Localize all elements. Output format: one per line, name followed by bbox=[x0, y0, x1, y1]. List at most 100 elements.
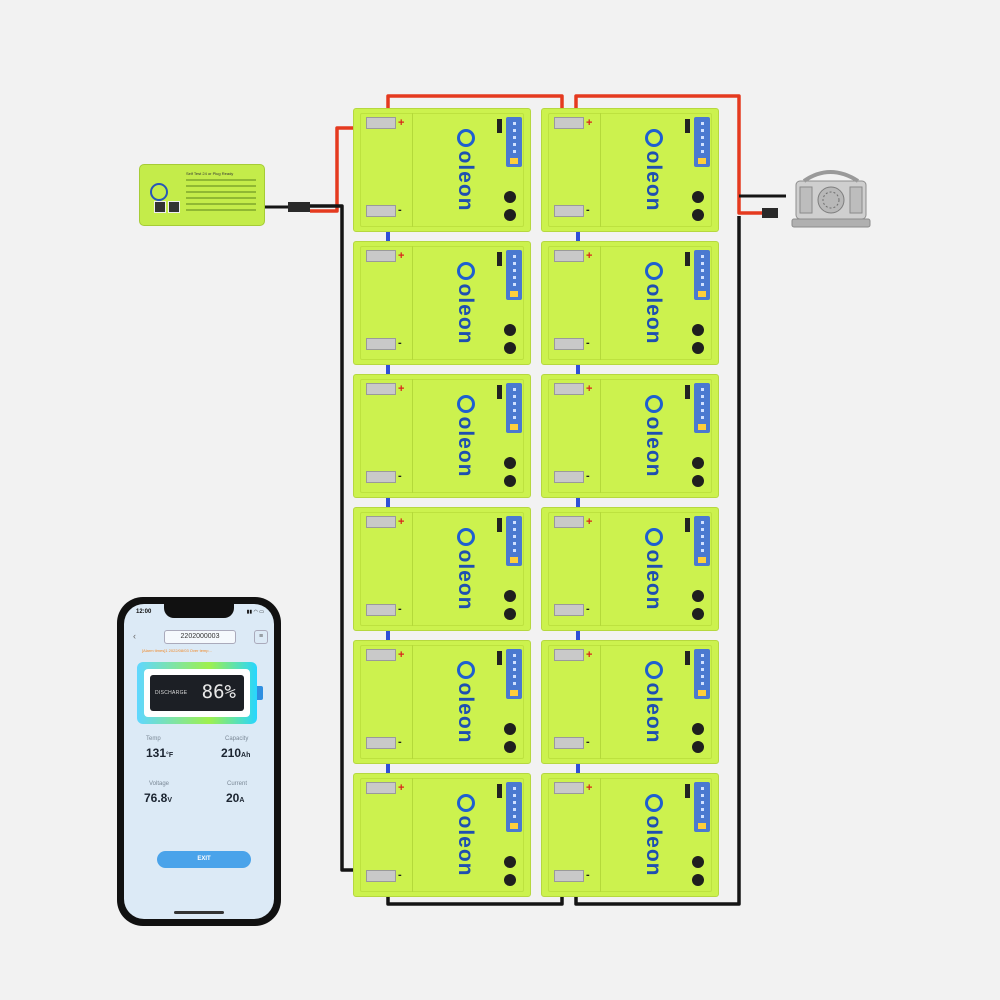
port-icon bbox=[504, 209, 516, 221]
battery-module: +-oleon bbox=[541, 507, 719, 631]
positive-terminal bbox=[554, 649, 584, 661]
brand-name: oleon bbox=[454, 150, 477, 212]
indicator-icon bbox=[513, 794, 516, 797]
status-panel bbox=[506, 117, 522, 167]
negative-terminal bbox=[366, 471, 396, 483]
warning-icon bbox=[510, 291, 518, 297]
brand-mark: oleon bbox=[638, 794, 668, 880]
comm-slot bbox=[497, 784, 502, 798]
indicator-icon bbox=[701, 542, 704, 545]
current-unit: A bbox=[239, 797, 245, 804]
warning-icon bbox=[510, 690, 518, 696]
oleon-logo-icon bbox=[645, 395, 663, 413]
brand-name: oleon bbox=[454, 815, 477, 877]
indicator-icon bbox=[513, 255, 516, 258]
status-panel bbox=[694, 516, 710, 566]
indicator-icon bbox=[513, 654, 516, 657]
minus-symbol: - bbox=[398, 603, 402, 615]
positive-terminal bbox=[366, 117, 396, 129]
battery-case bbox=[360, 645, 524, 759]
battery-module: +-oleon bbox=[353, 241, 531, 365]
indicator-icon bbox=[701, 787, 704, 790]
port-icon bbox=[504, 723, 516, 735]
minus-symbol: - bbox=[586, 736, 590, 748]
indicator-icon bbox=[513, 528, 516, 531]
current-value: 20 bbox=[226, 791, 240, 805]
comm-slot bbox=[685, 119, 690, 133]
port-icon bbox=[692, 874, 704, 886]
brand-mark: oleon bbox=[450, 661, 480, 747]
comm-slot bbox=[497, 252, 502, 266]
capacity-stat: 210Ah bbox=[221, 746, 250, 760]
positive-terminal bbox=[366, 383, 396, 395]
indicator-icon bbox=[701, 535, 704, 538]
brand-name: oleon bbox=[642, 682, 665, 744]
negative-terminal bbox=[366, 205, 396, 217]
indicator-icon bbox=[513, 535, 516, 538]
indicator-icon bbox=[701, 549, 704, 552]
indicator-icon bbox=[513, 122, 516, 125]
brand-name: oleon bbox=[454, 549, 477, 611]
oleon-logo-icon bbox=[645, 262, 663, 280]
port-icon bbox=[692, 324, 704, 336]
phone-notch bbox=[164, 604, 234, 618]
minus-symbol: - bbox=[398, 204, 402, 216]
negative-terminal bbox=[366, 338, 396, 350]
battery-case bbox=[548, 512, 712, 626]
battery-case bbox=[360, 512, 524, 626]
status-panel bbox=[694, 782, 710, 832]
indicator-icon bbox=[701, 409, 704, 412]
indicator-icon bbox=[701, 521, 704, 524]
warning-icon bbox=[698, 158, 706, 164]
battery-gauge: DISCHARGE 86% bbox=[137, 662, 263, 724]
indicator-icon bbox=[513, 668, 516, 671]
indicator-icon bbox=[513, 388, 516, 391]
positive-terminal bbox=[554, 117, 584, 129]
minus-symbol: - bbox=[586, 869, 590, 881]
port-icon bbox=[504, 608, 516, 620]
status-panel bbox=[506, 516, 522, 566]
charger-icon bbox=[791, 170, 871, 228]
indicator-icon bbox=[513, 150, 516, 153]
plus-symbol: + bbox=[586, 516, 593, 528]
comm-slot bbox=[685, 252, 690, 266]
device-id-field[interactable]: 2202000003 bbox=[164, 630, 236, 644]
port-icon bbox=[692, 342, 704, 354]
indicator-icon bbox=[513, 269, 516, 272]
comm-slot bbox=[685, 784, 690, 798]
status-panel bbox=[506, 250, 522, 300]
indicator-icon bbox=[513, 808, 516, 811]
status-panel bbox=[694, 250, 710, 300]
terminal-compartment bbox=[548, 512, 601, 626]
indicator-icon bbox=[513, 521, 516, 524]
battery-module: +-oleon bbox=[541, 108, 719, 232]
negative-terminal bbox=[554, 604, 584, 616]
temp-value: 131 bbox=[146, 746, 167, 760]
voltage-value: 76.8 bbox=[144, 791, 168, 805]
battery-module: +-oleon bbox=[541, 374, 719, 498]
port-icon bbox=[504, 191, 516, 203]
negative-terminal bbox=[554, 205, 584, 217]
oleon-logo-icon bbox=[457, 661, 475, 679]
positive-terminal bbox=[554, 516, 584, 528]
plus-symbol: + bbox=[586, 782, 593, 794]
plus-symbol: + bbox=[586, 649, 593, 661]
terminal-compartment bbox=[548, 379, 601, 493]
back-icon[interactable]: ‹ bbox=[133, 631, 136, 641]
positive-cable bbox=[574, 94, 772, 215]
indicator-icon bbox=[701, 654, 704, 657]
exit-button[interactable]: EXIT bbox=[157, 851, 251, 868]
voltage-stat: 76.8V bbox=[144, 791, 172, 805]
indicator-icon bbox=[513, 542, 516, 545]
port-icon bbox=[692, 608, 704, 620]
minus-symbol: - bbox=[398, 470, 402, 482]
monitor-text-line bbox=[186, 179, 256, 181]
oleon-logo-icon bbox=[457, 262, 475, 280]
positive-terminal bbox=[366, 250, 396, 262]
port-icon bbox=[504, 342, 516, 354]
menu-icon[interactable]: ≡ bbox=[254, 630, 268, 644]
battery-case bbox=[548, 645, 712, 759]
indicator-icon bbox=[701, 276, 704, 279]
brand-name: oleon bbox=[642, 549, 665, 611]
battery-case bbox=[548, 113, 712, 227]
